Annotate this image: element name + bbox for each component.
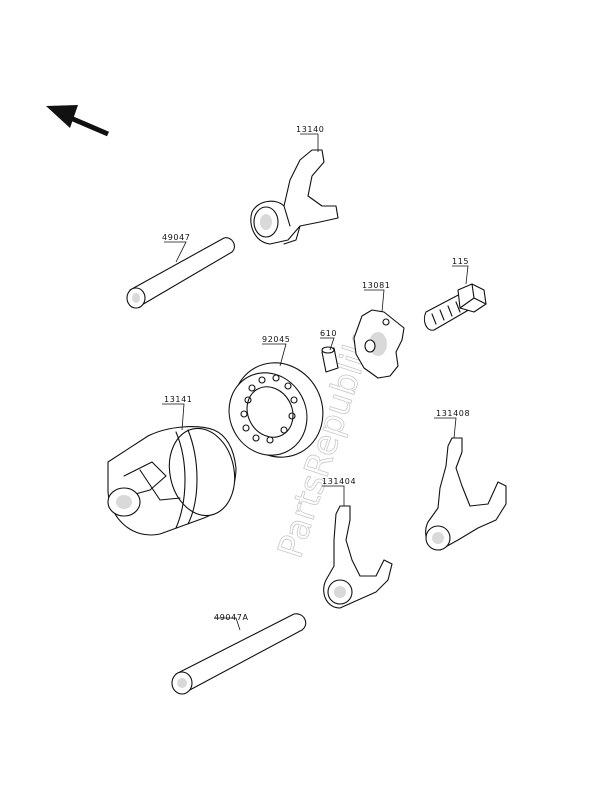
part-number-131408: 131408 bbox=[436, 409, 470, 418]
part-number-115: 115 bbox=[452, 257, 469, 266]
pin-610[interactable] bbox=[321, 346, 339, 373]
part-number-13140: 13140 bbox=[296, 125, 324, 134]
part-number-92045: 92045 bbox=[262, 335, 290, 344]
shaft-49047[interactable] bbox=[126, 237, 235, 309]
front-arrow-icon bbox=[46, 105, 109, 137]
bolt-115[interactable] bbox=[423, 283, 487, 331]
shift-fork-13140[interactable] bbox=[250, 149, 339, 245]
part-number-610: 610 bbox=[320, 329, 337, 338]
plate-13081[interactable] bbox=[353, 309, 405, 379]
drum-13141[interactable] bbox=[107, 422, 242, 536]
bearing-92045[interactable] bbox=[215, 347, 340, 473]
shaft-49047a[interactable] bbox=[171, 613, 307, 695]
shift-fork-131404[interactable] bbox=[323, 505, 393, 609]
leader-lines bbox=[162, 133, 469, 631]
part-number-49047: 49047 bbox=[162, 233, 190, 242]
shift-fork-131408[interactable] bbox=[425, 437, 507, 551]
part-number-13081: 13081 bbox=[362, 281, 390, 290]
part-number-49047a: 49047A bbox=[214, 613, 249, 622]
part-number-13141: 13141 bbox=[164, 395, 192, 404]
part-number-131404: 131404 bbox=[322, 477, 356, 486]
